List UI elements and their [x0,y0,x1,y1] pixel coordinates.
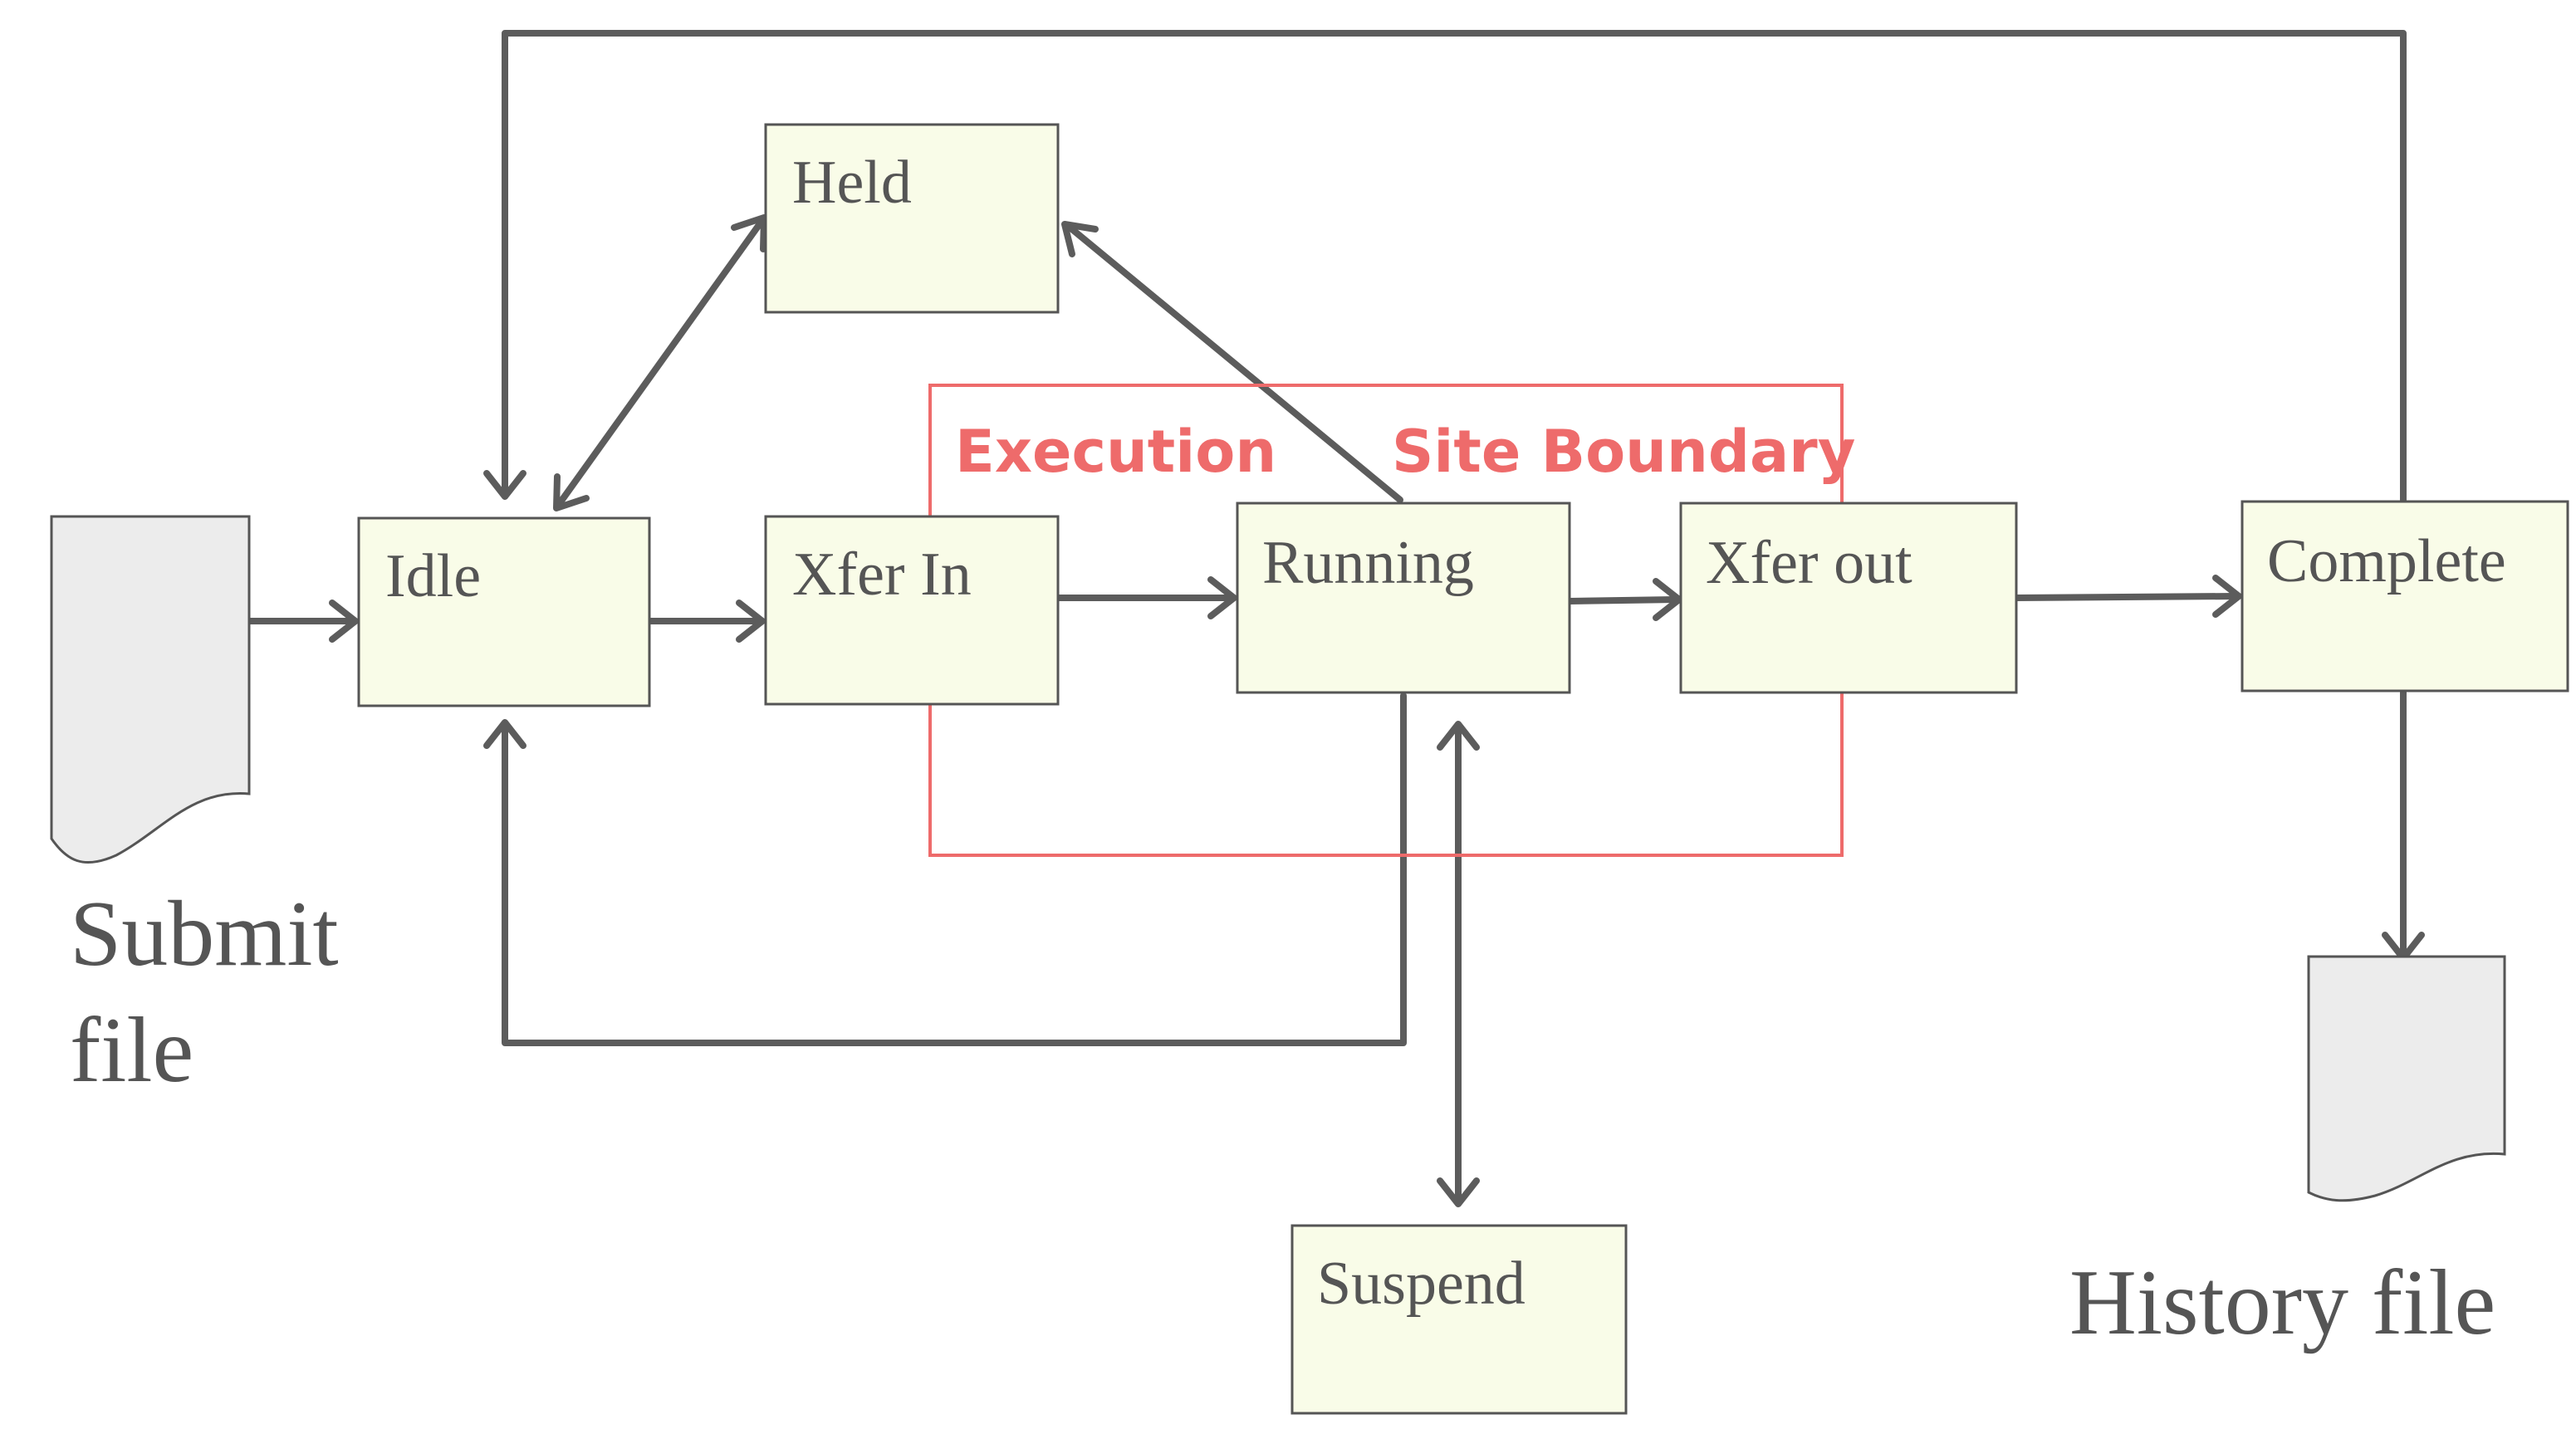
edge-running-suspend-bidirectional [1437,721,1480,1207]
submit-file-document: Submit file [50,515,362,1102]
boundary-label-site-boundary: Site Boundary [1392,418,1855,486]
submit-file-label: Submit file [70,883,362,1102]
state-complete: Complete [2241,500,2569,693]
history-file-label: History file [2069,1251,2495,1354]
edge-running-to-idle-loop [483,693,1407,1046]
state-xfer-in: Xfer In [764,515,1060,706]
edge-xfer-in-to-running [1055,576,1237,619]
state-suspend: Suspend [1290,1224,1628,1415]
history-file-icon [2307,955,2506,1202]
state-held-label: Held [792,149,912,217]
history-file-document: History file [2069,955,2506,1354]
state-suspend-label: Suspend [1317,1250,1526,1318]
edge-running-to-xfer-out [1566,578,1682,621]
state-complete-label: Complete [2267,527,2506,595]
state-running-label: Running [1262,529,1474,597]
state-xfer-out: Xfer out [1679,502,2018,694]
state-xfer-out-label: Xfer out [1706,529,1912,597]
submit-file-label-line2: file [70,999,193,1102]
edge-idle-held-bidirectional [553,214,767,511]
state-idle: Idle [357,516,651,707]
state-held: Held [764,123,1060,314]
edge-xfer-out-to-complete [2013,575,2242,618]
edge-complete-to-idle-loop [483,30,2407,505]
boundary-label-execution: Execution [955,418,1276,486]
state-running: Running [1236,502,1571,694]
submit-file-icon [50,515,251,864]
edge-running-to-held [1061,221,1403,503]
submit-file-label-line1: Submit [70,883,339,986]
edge-submit-to-idle [246,600,359,643]
edge-complete-to-history [2382,689,2425,962]
edge-idle-to-xfer-in [648,600,766,643]
state-xfer-in-label: Xfer In [792,541,972,609]
state-idle-label: Idle [385,542,481,610]
